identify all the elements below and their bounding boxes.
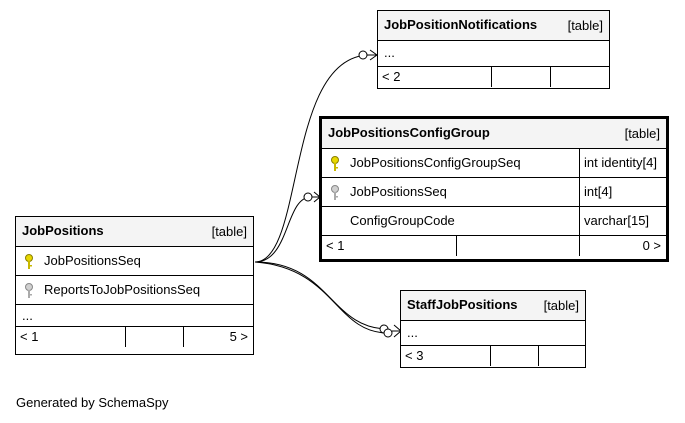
footer-divider <box>183 327 184 347</box>
footer-parents[interactable]: < 1 <box>326 238 345 253</box>
column-row: JobPositionsConfigGroupSeq int identity[… <box>322 148 666 177</box>
column-row: ... <box>401 320 585 345</box>
table-header: StaffJobPositions [table] <box>401 291 585 320</box>
table-staff-job-positions[interactable]: StaffJobPositions [table] ... < 3 <box>400 290 586 368</box>
column-name: ... <box>384 45 395 60</box>
footer-parents[interactable]: < 1 <box>20 329 39 344</box>
column-name: JobPositionsSeq <box>44 253 141 268</box>
table-header: JobPositionsConfigGroup [table] <box>322 119 666 148</box>
footer-divider <box>538 346 539 366</box>
footer-parents[interactable]: < 2 <box>382 69 401 84</box>
footer-parents[interactable]: < 3 <box>405 348 424 363</box>
table-header: JobPositionNotifications [table] <box>378 11 609 40</box>
table-footer: < 1 5 > <box>16 326 253 347</box>
table-name: JobPositionNotifications <box>384 17 538 32</box>
footer-divider <box>490 346 491 366</box>
table-kind: [table] <box>567 18 603 33</box>
column-name: ... <box>407 325 418 340</box>
link-to-staff-2 <box>254 261 389 334</box>
column-type: int identity[4] <box>579 149 657 177</box>
table-kind: [table] <box>543 298 579 313</box>
link-to-config-group <box>254 196 312 263</box>
column-row: ReportsToJobPositionsSeq <box>16 275 253 304</box>
footer-divider <box>125 327 126 347</box>
generated-by-caption: Generated by SchemaSpy <box>16 395 169 410</box>
table-footer: < 3 <box>401 345 585 366</box>
footer-divider <box>579 236 580 256</box>
column-type: varchar[15] <box>579 207 649 235</box>
column-row: ... <box>378 40 609 66</box>
footer-children[interactable]: 5 > <box>229 329 248 344</box>
table-name: JobPositionsConfigGroup <box>328 125 490 140</box>
table-kind: [table] <box>211 224 247 239</box>
table-footer: < 1 0 > <box>322 235 666 256</box>
primary-key-icon <box>25 254 33 269</box>
table-job-position-notifications[interactable]: JobPositionNotifications [table] ... < 2 <box>377 10 610 89</box>
column-row: JobPositionsSeq int[4] <box>322 177 666 206</box>
column-name: ReportsToJobPositionsSeq <box>44 282 201 297</box>
footer-divider <box>491 67 492 87</box>
column-row: ConfigGroupCode varchar[15] <box>322 206 666 235</box>
link-to-staff-1 <box>254 261 389 330</box>
table-job-positions-config-group[interactable]: JobPositionsConfigGroup [table] JobPosit… <box>319 116 669 262</box>
column-name: ... <box>22 308 33 323</box>
foreign-key-icon <box>25 283 33 298</box>
column-name: JobPositionsConfigGroupSeq <box>350 155 521 170</box>
table-kind: [table] <box>624 126 660 141</box>
column-name: ConfigGroupCode <box>350 213 455 228</box>
column-row: ... <box>16 304 253 326</box>
footer-divider <box>456 236 457 256</box>
column-type: int[4] <box>579 178 612 206</box>
table-name: JobPositions <box>22 223 104 238</box>
primary-key-icon <box>331 156 339 171</box>
column-name: JobPositionsSeq <box>350 184 447 199</box>
table-job-positions[interactable]: JobPositions [table] JobPositionsSeq Rep… <box>15 216 254 355</box>
footer-children[interactable]: 0 > <box>642 238 661 253</box>
link-to-notifications <box>254 54 371 263</box>
table-header: JobPositions [table] <box>16 217 253 246</box>
table-name: StaffJobPositions <box>407 297 518 312</box>
foreign-key-icon <box>331 185 339 200</box>
footer-divider <box>550 67 551 87</box>
column-row: JobPositionsSeq <box>16 246 253 275</box>
table-footer: < 2 <box>378 66 609 87</box>
